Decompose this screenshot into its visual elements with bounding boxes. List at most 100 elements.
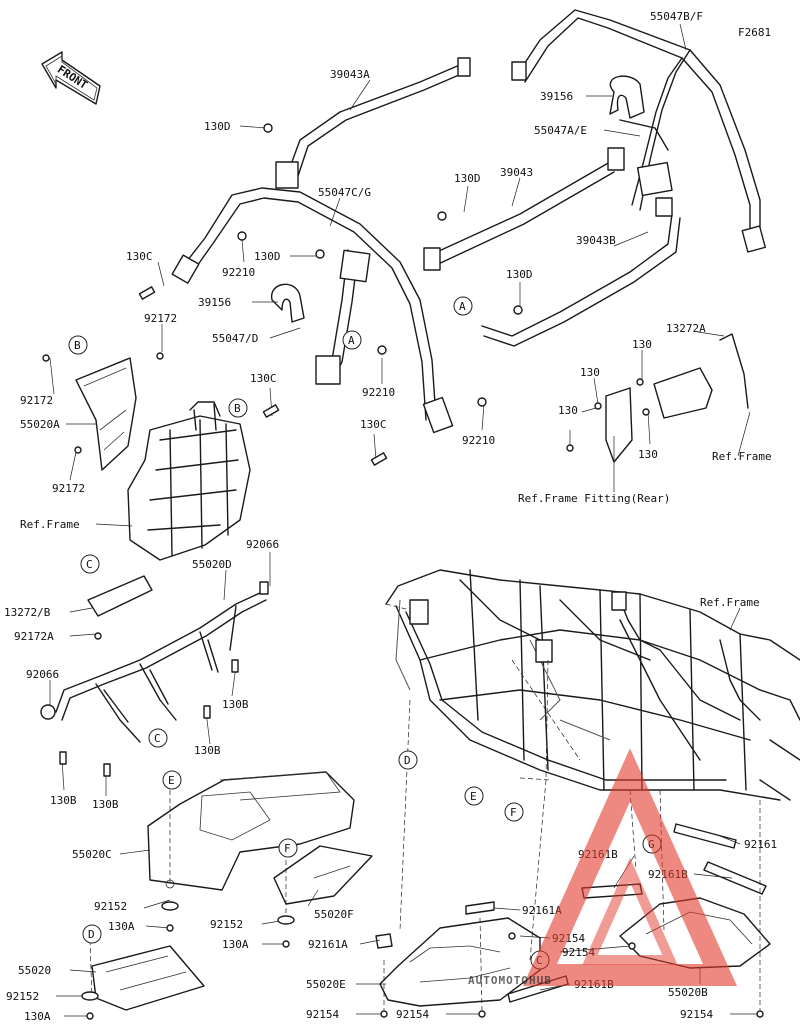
rear-roll-bar-drawing	[511, 9, 766, 253]
label-92161: 92161	[744, 838, 777, 851]
label-92172-left: 92172	[20, 394, 53, 407]
label-130D-a: 130D	[204, 120, 231, 133]
plate-13272A-drawing	[653, 367, 713, 419]
callout-D1: D	[398, 750, 418, 770]
label-13272B: 13272/B	[4, 606, 51, 619]
skid-plate-55020C-drawing	[147, 771, 355, 891]
label-92172-lower: 92172	[52, 482, 85, 495]
label-55020E: 55020E	[306, 978, 346, 991]
part-labels: 55047B/F 39043A 39156 55047A/E 130D 130D…	[4, 10, 777, 1023]
label-130A-b: 130A	[222, 938, 249, 951]
callout-A2: A	[342, 330, 362, 350]
label-92154-e: 92154	[680, 1008, 713, 1021]
cross-bar-39043-drawing	[423, 147, 625, 271]
front-arrow-icon: FRONT	[41, 51, 101, 105]
watermark-text: AUTOMOTOHUB	[468, 974, 552, 987]
svg-text:F: F	[284, 842, 291, 855]
label-92161A-a: 92161A	[522, 904, 562, 917]
front-roll-bar-drawing	[171, 187, 454, 434]
label-55020C: 55020C	[72, 848, 112, 861]
leader-lines	[49, 23, 760, 1017]
label-130C-c: 130C	[360, 418, 387, 431]
svg-text:D: D	[88, 928, 95, 941]
label-130-d: 130	[638, 448, 658, 461]
label-130D-c: 130D	[254, 250, 281, 263]
skid-plate-55020-drawing	[91, 945, 205, 1011]
label-92210-c: 92210	[462, 434, 495, 447]
label-92172-top: 92172	[144, 312, 177, 325]
label-92066-left: 92066	[26, 668, 59, 681]
svg-text:C: C	[86, 558, 93, 571]
label-ref-frame-left: Ref.Frame	[20, 518, 80, 531]
label-130-c: 130	[558, 404, 578, 417]
figure-code: F2681	[738, 26, 771, 39]
label-39156-mid: 39156	[198, 296, 231, 309]
svg-text:B: B	[234, 402, 241, 415]
callout-D2: D	[82, 924, 102, 944]
label-55047CG: 55047C/G	[318, 186, 371, 199]
svg-text:B: B	[74, 339, 81, 352]
label-39043B: 39043B	[576, 234, 616, 247]
label-92154-c: 92154	[306, 1008, 339, 1021]
callout-B2: B	[228, 398, 248, 418]
label-55020D: 55020D	[192, 558, 232, 571]
label-39043A: 39043A	[330, 68, 370, 81]
label-130-a: 130	[632, 338, 652, 351]
callout-E1: E	[464, 786, 484, 806]
plate-13272B-drawing	[87, 575, 153, 617]
clamp-39156-mid-drawing	[271, 283, 305, 323]
label-130C-b: 130C	[250, 372, 277, 385]
label-ref-frame-right: Ref.Frame	[712, 450, 772, 463]
label-92066-top: 92066	[246, 538, 279, 551]
label-55020A: 55020A	[20, 418, 60, 431]
label-55047AE: 55047A/E	[534, 124, 587, 137]
main-frame-drawing	[385, 569, 800, 801]
callout-C2: C	[148, 728, 168, 748]
strip-92161A-drawing	[465, 901, 495, 915]
svg-text:D: D	[404, 754, 411, 767]
front-frame-drawing	[127, 401, 251, 561]
callout-E2: E	[162, 770, 182, 790]
svg-text:E: E	[470, 790, 477, 803]
svg-text:A: A	[348, 334, 355, 347]
front-upper-bar-drawing	[275, 57, 471, 189]
label-55047D: 55047/D	[212, 332, 258, 345]
label-92210-a: 92210	[222, 266, 255, 279]
label-130C-a: 130C	[126, 250, 153, 263]
label-92161A-b: 92161A	[308, 938, 348, 951]
callout-F2: F	[278, 838, 298, 858]
label-55047BF: 55047B/F	[650, 10, 703, 23]
label-92172A: 92172A	[14, 630, 54, 643]
bumper-55020D-drawing	[40, 581, 269, 743]
label-ref-frame-main: Ref.Frame	[700, 596, 760, 609]
label-92152-a: 92152	[94, 900, 127, 913]
clamp-39156-top-drawing	[609, 75, 645, 119]
strip-92161A-b-drawing	[375, 933, 393, 949]
rear-bar-39043B-drawing	[481, 197, 681, 347]
label-92152-c: 92152	[6, 990, 39, 1003]
callout-B1: B	[68, 335, 88, 355]
label-130D-b: 130D	[454, 172, 481, 185]
label-ref-frame-fitting-rear: Ref.Frame Fitting(Rear)	[518, 492, 670, 505]
fasteners	[42, 123, 764, 1020]
label-55020F: 55020F	[314, 908, 354, 921]
svg-text:C: C	[154, 732, 161, 745]
label-130B-b: 130B	[194, 744, 221, 757]
label-13272A: 13272A	[666, 322, 706, 335]
reference-dashed-lines	[89, 603, 761, 1011]
label-130A-c: 130A	[24, 1010, 51, 1023]
label-92154-d: 92154	[396, 1008, 429, 1021]
svg-text:A: A	[459, 300, 466, 313]
strip-92161B-b-drawing	[703, 861, 767, 895]
label-39043: 39043	[500, 166, 533, 179]
label-130B-d: 130B	[92, 798, 119, 811]
label-92210-b: 92210	[362, 386, 395, 399]
label-55020: 55020	[18, 964, 51, 977]
label-55020B: 55020B	[668, 986, 708, 999]
label-130A-a: 130A	[108, 920, 135, 933]
label-39156-top: 39156	[540, 90, 573, 103]
label-130D-d: 130D	[506, 268, 533, 281]
callout-C1: C	[80, 554, 100, 574]
label-92152-b: 92152	[210, 918, 243, 931]
